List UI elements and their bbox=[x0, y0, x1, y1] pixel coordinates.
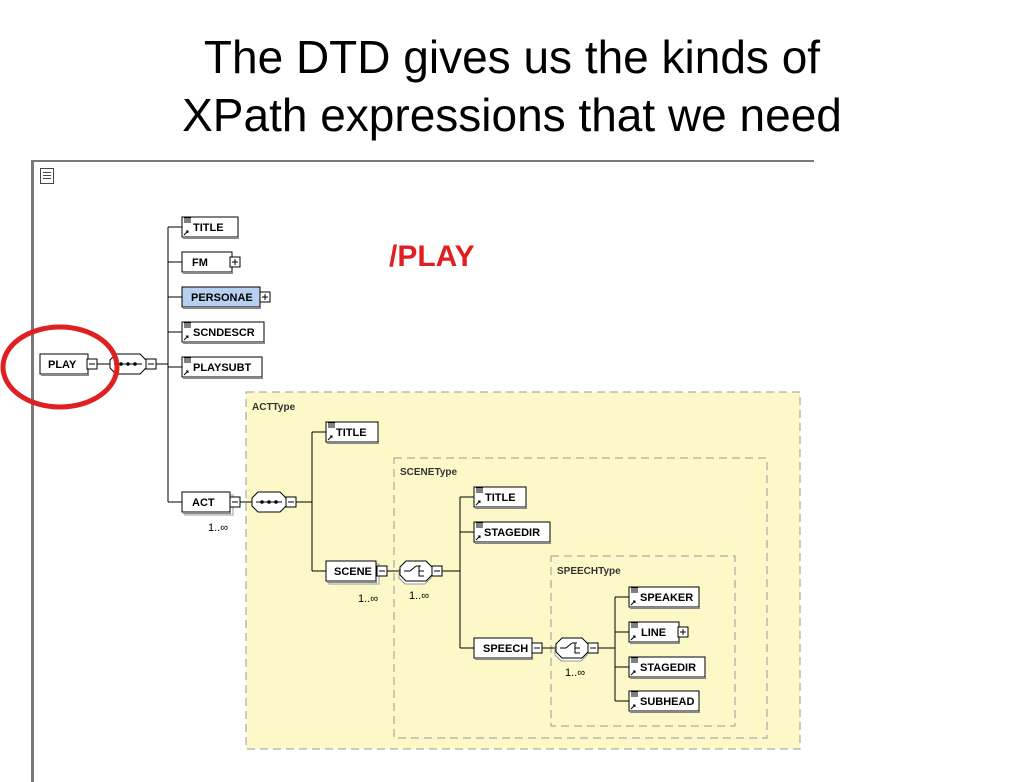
element-scene[interactable]: SCENE bbox=[325, 560, 388, 585]
element-scene-stagedir-label: STAGEDIR bbox=[484, 527, 540, 539]
element-play[interactable]: PLAY bbox=[39, 353, 98, 376]
choice-compositor-scene[interactable] bbox=[398, 560, 443, 585]
element-speech[interactable]: SPEECH bbox=[473, 637, 543, 660]
document-icon[interactable] bbox=[40, 168, 54, 184]
element-fm[interactable]: FM bbox=[181, 251, 241, 274]
element-speaker-label: SPEAKER bbox=[640, 592, 693, 604]
element-act-title-label: TITLE bbox=[336, 427, 367, 439]
element-speech-stagedir-label: STAGEDIR bbox=[640, 662, 696, 674]
element-personae-label: PERSONAE bbox=[191, 292, 253, 304]
element-playsubt-label: PLAYSUBT bbox=[193, 362, 252, 374]
speech-choice-occurrence: 1..∞ bbox=[565, 667, 585, 679]
element-playsubt[interactable]: PLAYSUBT bbox=[181, 356, 263, 379]
element-play-title-label: TITLE bbox=[193, 222, 224, 234]
element-play-title[interactable]: TITLE bbox=[181, 216, 239, 239]
element-speech-stagedir[interactable]: STAGEDIR bbox=[628, 656, 706, 679]
element-fm-label: FM bbox=[192, 257, 208, 269]
element-act[interactable]: ACT bbox=[181, 491, 241, 516]
element-scene-title-label: TITLE bbox=[485, 492, 516, 504]
sequence-compositor-act[interactable] bbox=[251, 491, 297, 513]
element-subhead[interactable]: SUBHEAD bbox=[628, 690, 700, 713]
element-scene-label: SCENE bbox=[334, 566, 372, 578]
title-line-2: XPath expressions that we need bbox=[182, 89, 842, 141]
element-subhead-label: SUBHEAD bbox=[640, 696, 694, 708]
scene-occurrence: 1..∞ bbox=[358, 593, 378, 605]
element-speech-label: SPEECH bbox=[483, 643, 528, 655]
act-type-label: ACTType bbox=[252, 402, 296, 413]
scene-choice-occurrence: 1..∞ bbox=[409, 590, 429, 602]
element-personae[interactable]: PERSONAE bbox=[181, 286, 271, 309]
speech-type-box bbox=[550, 555, 736, 727]
element-act-label: ACT bbox=[192, 497, 215, 509]
act-occurrence: 1..∞ bbox=[208, 522, 228, 534]
element-scndescr-label: SCNDESCR bbox=[193, 327, 255, 339]
highlight-circle bbox=[0, 324, 120, 410]
element-act-title[interactable]: TITLE bbox=[325, 421, 379, 444]
scene-type-label: SCENEType bbox=[400, 467, 457, 478]
element-line[interactable]: LINE bbox=[628, 621, 689, 644]
element-scndescr[interactable]: SCNDESCR bbox=[181, 321, 265, 344]
scene-type-box bbox=[393, 457, 768, 739]
choice-compositor-speech[interactable] bbox=[554, 637, 599, 662]
element-scene-title[interactable]: TITLE bbox=[473, 486, 527, 509]
speech-type-label: SPEECHType bbox=[557, 566, 621, 577]
element-scene-stagedir[interactable]: STAGEDIR bbox=[473, 521, 551, 544]
element-line-label: LINE bbox=[641, 627, 666, 639]
xpath-label: /PLAY bbox=[389, 240, 475, 273]
connector-lines bbox=[97, 226, 629, 702]
slide-title: The DTD gives us the kinds of XPath expr… bbox=[0, 28, 1024, 144]
title-line-1: The DTD gives us the kinds of bbox=[203, 31, 821, 83]
element-speaker[interactable]: SPEAKER bbox=[628, 586, 700, 609]
element-play-label: PLAY bbox=[48, 359, 77, 371]
